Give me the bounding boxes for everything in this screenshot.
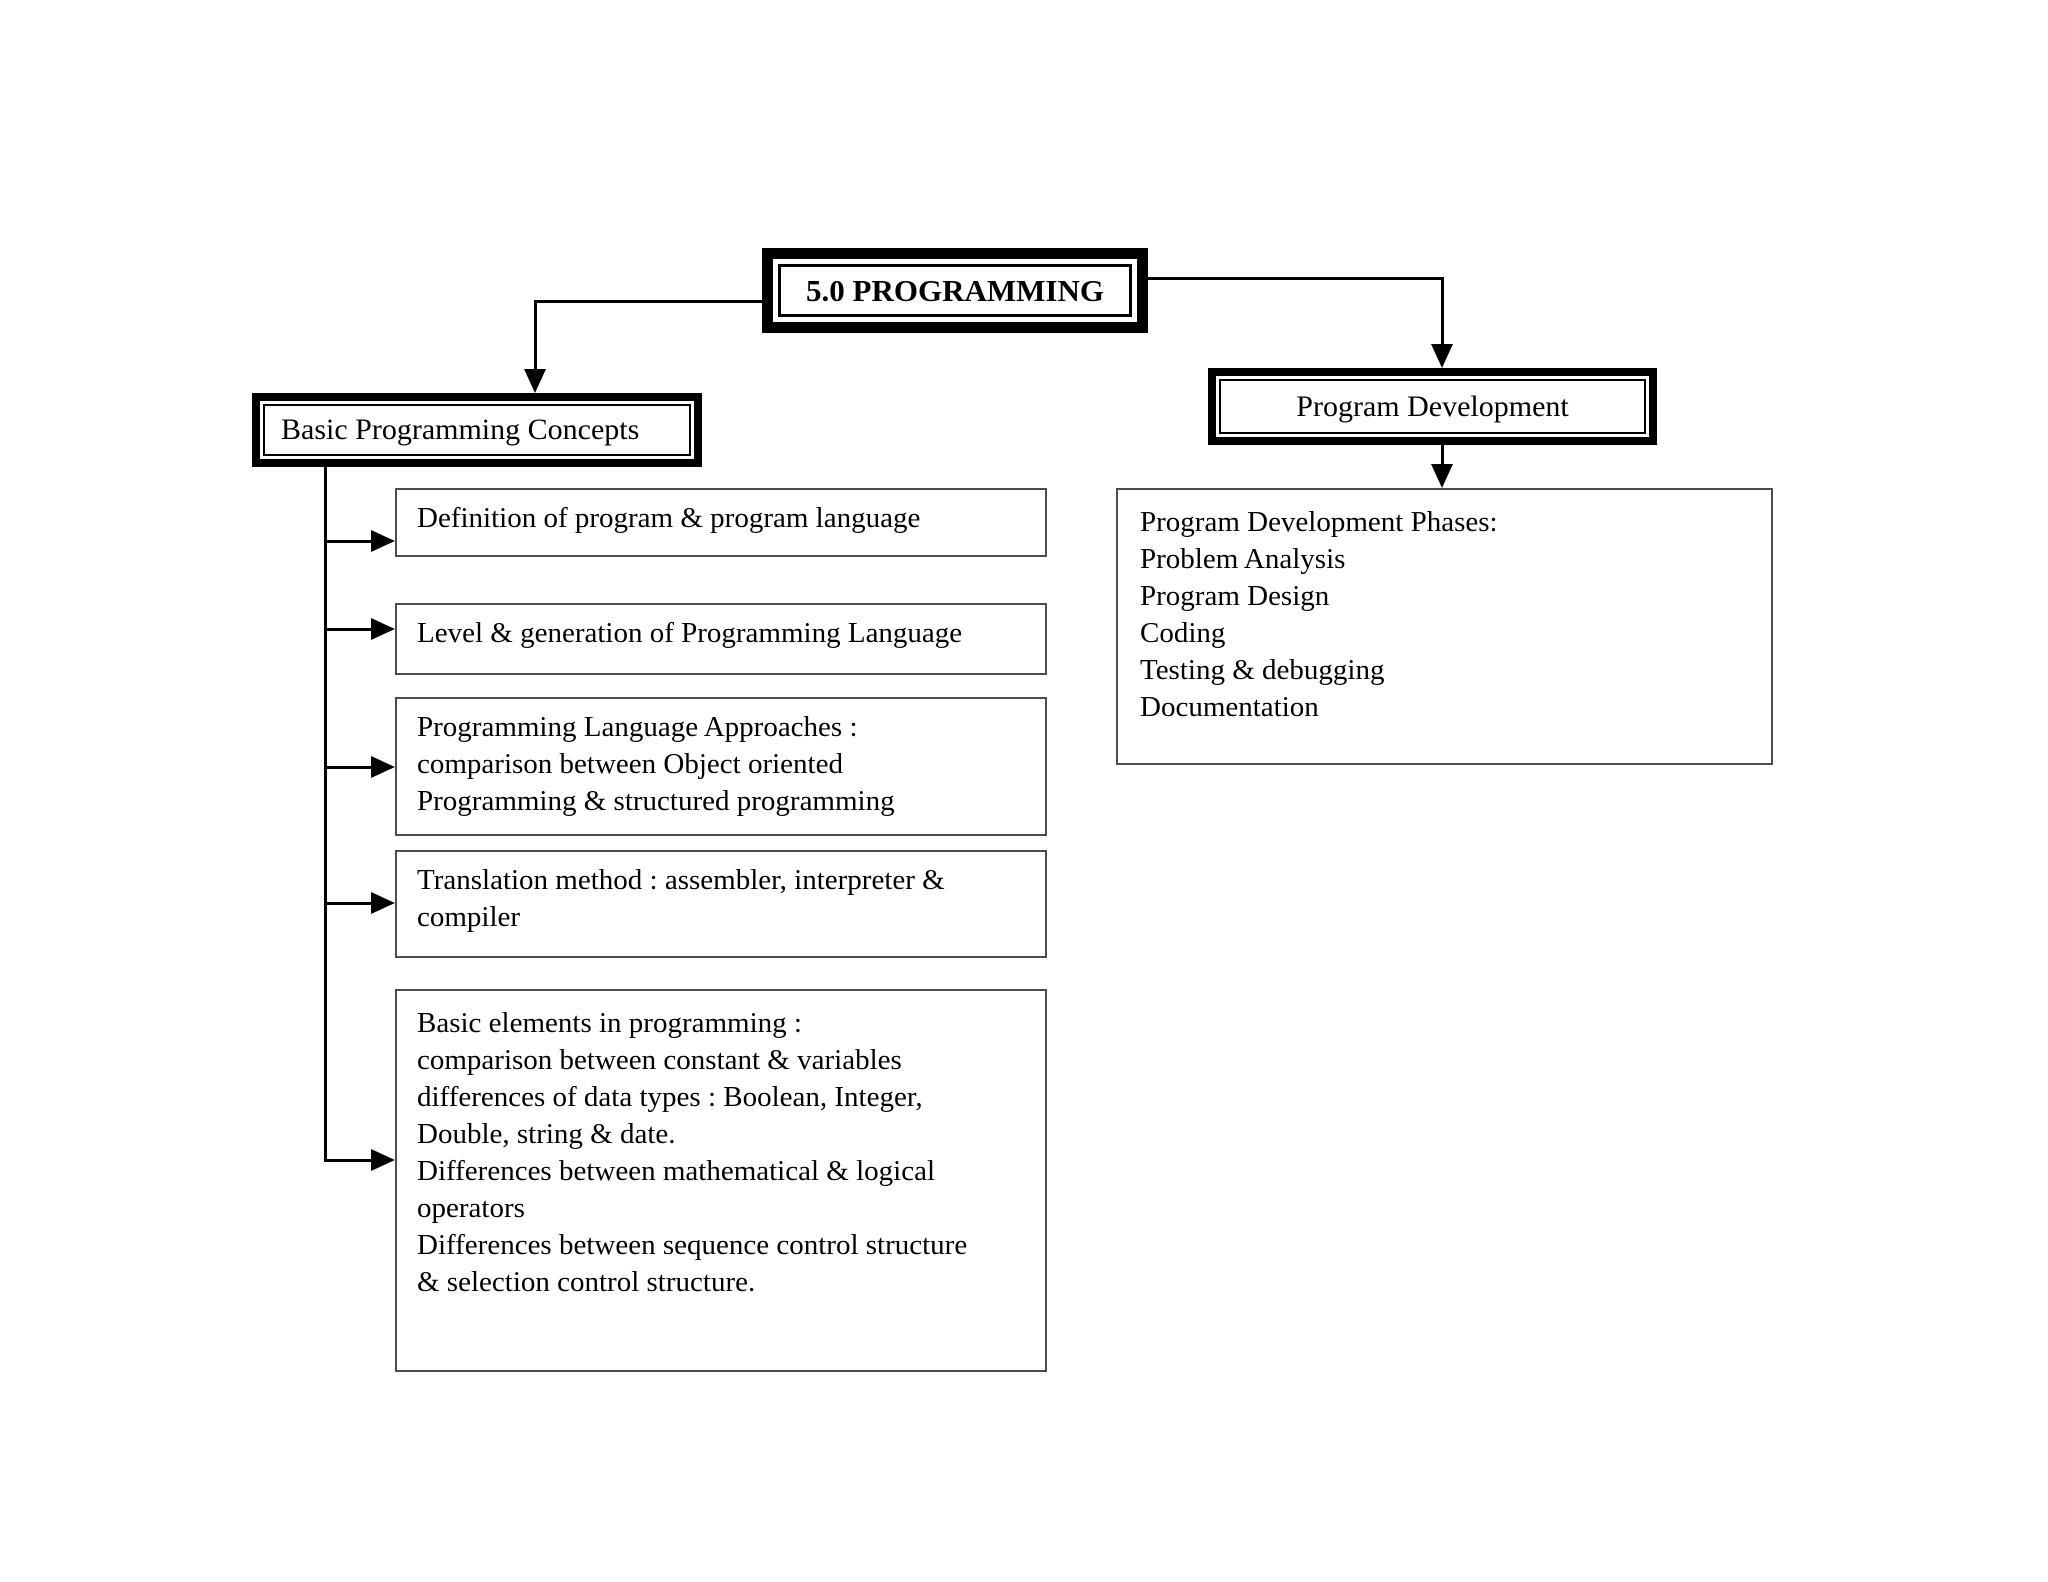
topic-line: differences of data types : Boolean, Int… <box>417 1081 923 1113</box>
branch-line-topic-2 <box>324 766 372 769</box>
connector-progdev-to-phases <box>1441 445 1444 465</box>
branch-line-topic-0 <box>324 540 372 543</box>
topic-line: & selection control structure. <box>417 1266 756 1298</box>
connector-root-to-basic-vertical <box>534 300 537 370</box>
topic-line: Basic elements in programming : <box>417 1007 802 1039</box>
topic-line: Programming & structured programming <box>417 785 895 817</box>
connector-root-to-basic-horizontal <box>535 300 762 303</box>
basic-programming-concepts-node: Basic Programming Concepts <box>252 393 702 467</box>
branch-line-topic-1 <box>324 628 372 631</box>
arrowhead-right-icon <box>371 618 395 640</box>
arrowhead-right-icon <box>371 530 395 552</box>
phase-line: Testing & debugging <box>1140 654 1385 686</box>
root-node-programming: 5.0 PROGRAMMING <box>762 248 1148 333</box>
topic-line: Differences between mathematical & logic… <box>417 1155 936 1187</box>
program-development-label: Program Development <box>1296 389 1569 423</box>
phase-line: Coding <box>1140 617 1226 649</box>
topic-box-translation-method: Translation method : assembler, interpre… <box>395 850 1047 958</box>
topic-line: comparison between Object oriented <box>417 748 843 780</box>
arrowhead-right-icon <box>371 892 395 914</box>
topic-box-basic-elements: Basic elements in programming : comparis… <box>395 989 1047 1372</box>
root-node-label: 5.0 PROGRAMMING <box>806 272 1104 308</box>
topic-line: Double, string & date. <box>417 1118 676 1150</box>
topic-line: compiler <box>417 901 521 933</box>
arrowhead-down-icon <box>1431 344 1453 368</box>
topic-line: operators <box>417 1192 525 1224</box>
arrowhead-right-icon <box>371 756 395 778</box>
topic-line: Definition of program & program language <box>417 502 921 534</box>
arrowhead-down-icon <box>1431 464 1453 488</box>
topic-box-language-approaches: Programming Language Approaches : compar… <box>395 697 1047 836</box>
program-development-node: Program Development <box>1208 368 1657 445</box>
topic-line: comparison between constant & variables <box>417 1044 902 1076</box>
phase-line: Program Development Phases: <box>1140 506 1498 538</box>
phase-line: Documentation <box>1140 691 1319 723</box>
topic-box-level-generation: Level & generation of Programming Langua… <box>395 603 1047 675</box>
connector-root-to-progdev-horizontal <box>1148 277 1443 280</box>
phase-line: Program Design <box>1140 580 1330 612</box>
topic-line: Differences between sequence control str… <box>417 1229 968 1261</box>
branch-line-topic-4 <box>324 1159 372 1162</box>
branch-line-topic-3 <box>324 902 372 905</box>
topic-box-definition: Definition of program & program language <box>395 488 1047 557</box>
arrowhead-down-icon <box>524 369 546 393</box>
program-development-phases-box: Program Development Phases: Problem Anal… <box>1116 488 1773 765</box>
phase-line: Problem Analysis <box>1140 543 1346 575</box>
topic-line: Translation method : assembler, interpre… <box>417 864 945 896</box>
topic-line: Level & generation of Programming Langua… <box>417 617 963 649</box>
basic-programming-concepts-label: Basic Programming Concepts <box>281 413 640 446</box>
topic-line: Programming Language Approaches : <box>417 711 858 743</box>
connector-root-to-progdev-vertical <box>1441 277 1444 345</box>
connector-basic-trunk-vertical <box>324 467 327 1162</box>
arrowhead-right-icon <box>371 1149 395 1171</box>
